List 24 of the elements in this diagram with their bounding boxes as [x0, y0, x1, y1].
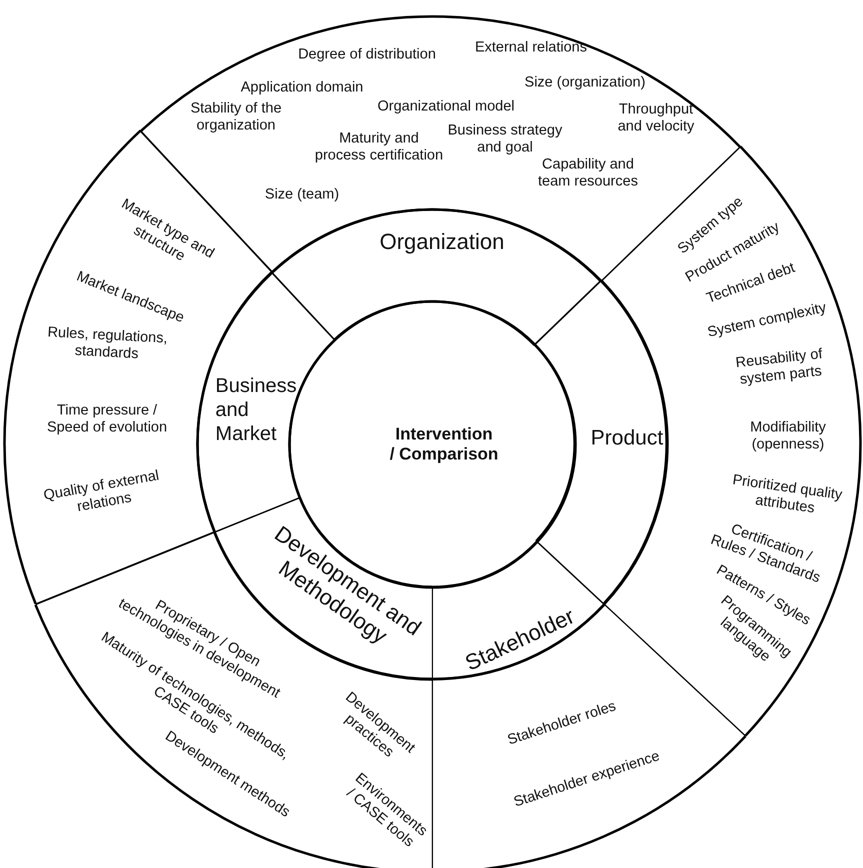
ring-segment — [430, 540, 606, 680]
factor-label: Size (organization) — [524, 74, 646, 92]
factor-label: Size (team) — [264, 186, 340, 204]
segment-title: Business and Market — [215, 374, 297, 446]
factor-label: Organizational model — [377, 98, 514, 116]
factor-label: Modifiability (openness) — [750, 420, 826, 454]
center-label: Intervention / Comparison — [390, 424, 498, 466]
factor-label: Capability and team resources — [538, 156, 638, 192]
segment-title: Organization — [380, 228, 504, 256]
segment-title: Product — [590, 425, 664, 451]
factor-label: Stability of the organization — [190, 100, 282, 136]
factor-label: Application domain — [240, 79, 364, 97]
factor-label: Degree of distribution — [298, 46, 436, 64]
factor-label: Throughput and velocity — [618, 102, 694, 136]
factor-label: Prioritized quality attributes — [730, 472, 844, 519]
ring-segment — [270, 208, 603, 346]
factor-label: Reusability of system parts — [734, 346, 824, 390]
factor-label: Rules, regulations, standards — [46, 324, 168, 365]
factor-label: External relations — [474, 39, 587, 57]
factor-label: Business strategy and goal — [448, 122, 562, 158]
ring-segment — [533, 279, 668, 606]
factor-label: Quality of external relations — [42, 468, 162, 518]
factor-label: Maturity and process certification — [314, 130, 444, 166]
factor-label: Time pressure / Speed of evolution — [46, 402, 168, 438]
